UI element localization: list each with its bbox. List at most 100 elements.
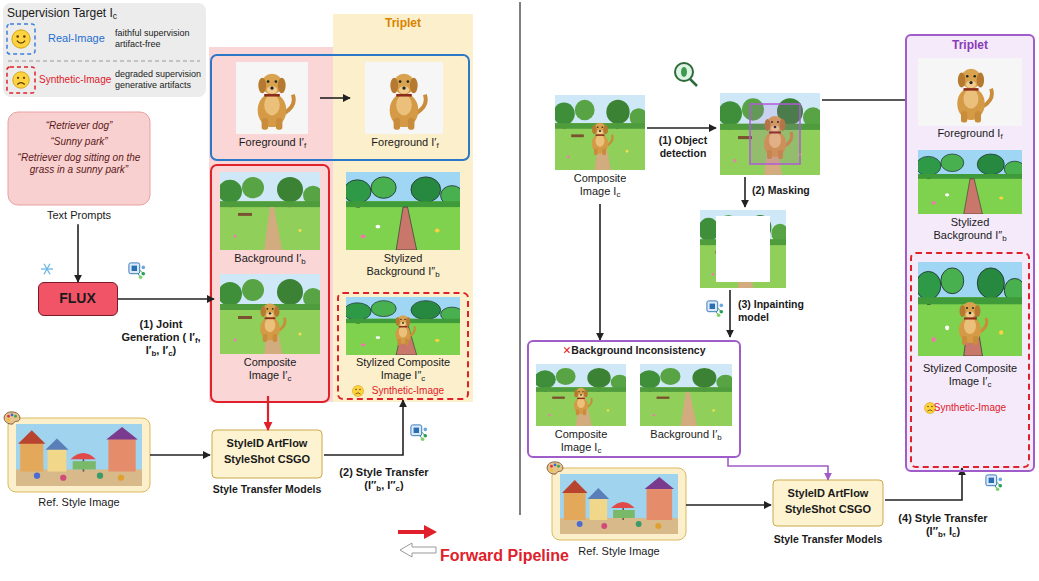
text-slot: Triplet bbox=[333, 16, 473, 30]
text-slot: “Sunny park” bbox=[13, 136, 145, 148]
node-text: Synthetic-Image bbox=[353, 385, 463, 397]
text-slot: Forward Pipeline bbox=[440, 546, 580, 565]
text-slot: Foreground I′f bbox=[225, 136, 320, 149]
subscript: f bbox=[1000, 132, 1002, 141]
subscript: f bbox=[436, 141, 438, 150]
text-slot: Composite Image I′c bbox=[230, 356, 310, 382]
node-text: “Retriever dog sitting on the grass in a… bbox=[13, 152, 145, 176]
subscript: c bbox=[597, 446, 601, 455]
arrow bbox=[686, 504, 771, 506]
node-title: Triplet bbox=[907, 38, 1033, 52]
image-panel: Background I′b bbox=[636, 362, 736, 454]
text-slot: (3) Inpainting model bbox=[738, 298, 818, 323]
frozen-icon bbox=[41, 264, 53, 274]
subscript: c bbox=[952, 530, 956, 539]
node-title: Background I′b bbox=[636, 428, 736, 441]
synthetic-sample-box bbox=[7, 67, 35, 93]
node-title: Background I′b bbox=[215, 252, 325, 265]
step-label: (1) Object detection bbox=[650, 134, 716, 159]
dog-figure bbox=[592, 123, 613, 155]
text-slot: Stylized Composite Image I″c bbox=[348, 356, 458, 382]
generated-column bbox=[209, 47, 333, 402]
dog-figure bbox=[258, 74, 294, 130]
stylized-park bbox=[344, 172, 464, 250]
style-image: Ref. Style Image bbox=[8, 418, 150, 512]
park-photo bbox=[698, 210, 788, 288]
arrow bbox=[728, 458, 828, 480]
text-slot: (2) Masking bbox=[752, 184, 824, 197]
synthetic-box: Stylized Composite Image I″cSynthetic-Im… bbox=[337, 292, 469, 400]
node-title: Stylized Background I″b bbox=[353, 252, 453, 278]
text-slot: (1) Joint Generation ( I′f, I′b, I′c) bbox=[116, 318, 206, 358]
step-arrow bbox=[822, 99, 914, 101]
subscript: b bbox=[938, 530, 943, 539]
text-slot: Ref. Style Image bbox=[8, 496, 150, 509]
step-arrow bbox=[647, 127, 716, 129]
node-text: StyleShot CSGO bbox=[210, 453, 324, 466]
detection-box bbox=[750, 104, 800, 164]
text-slot: StyleID ArtFlow bbox=[771, 487, 885, 500]
text-slot: StyleShot CSGO bbox=[771, 503, 885, 516]
image-panel: Composite Image I′c bbox=[214, 272, 326, 396]
model-box: FLUX bbox=[38, 282, 118, 316]
image-panel: Stylized Background I″b bbox=[910, 146, 1030, 246]
arrow bbox=[118, 298, 214, 300]
node-text: degraded supervision generative artifact… bbox=[115, 69, 204, 91]
inconsistency-ground bbox=[527, 340, 741, 458]
triplet-column bbox=[333, 14, 473, 402]
node-text: Style Transfer Models bbox=[210, 483, 324, 496]
node-text: Synthetic-Image bbox=[39, 74, 115, 86]
cross-mark: ✕ bbox=[562, 344, 571, 356]
node-text: faithful supervision artifact-free bbox=[115, 28, 204, 50]
subscript: b bbox=[376, 484, 381, 493]
dog-figure bbox=[959, 302, 987, 345]
node-title: Foreground I′f bbox=[350, 136, 460, 149]
node-title: “Retriever dog” bbox=[13, 120, 145, 132]
ai-icon bbox=[129, 263, 145, 279]
detector-handle bbox=[690, 79, 697, 86]
palette-icon bbox=[4, 412, 20, 424]
divider bbox=[519, 2, 521, 515]
node-title: Foreground If bbox=[915, 127, 1025, 140]
text-slot: (1) Object detection bbox=[650, 134, 716, 159]
text-slot: faithful supervision artifact-free bbox=[115, 28, 204, 50]
subscript: c bbox=[113, 11, 117, 21]
sad-face bbox=[13, 72, 30, 89]
step-arrow bbox=[729, 290, 731, 337]
text-slot: Stylized Composite Image I′c bbox=[920, 362, 1020, 388]
arrow bbox=[77, 224, 79, 282]
subscript: f bbox=[195, 336, 198, 345]
dog-figure bbox=[260, 303, 285, 342]
sad-face bbox=[925, 403, 936, 414]
text-slot: Text Prompts bbox=[8, 209, 150, 222]
park-photo bbox=[218, 274, 323, 354]
inconsistency-box: ✕Background InconsistencyComposite Image… bbox=[527, 340, 741, 458]
triplet-panel: TripletForeground If Stylized Background … bbox=[905, 34, 1035, 472]
photo bbox=[236, 62, 308, 134]
node-text: Text Prompts bbox=[8, 209, 150, 222]
arrow bbox=[324, 400, 403, 455]
style-ground bbox=[552, 468, 686, 540]
ai-icon bbox=[707, 301, 723, 317]
node-text: Style Transfer Models bbox=[771, 533, 885, 546]
text-slot: Stylized Background I″b bbox=[920, 216, 1020, 242]
stylized-park bbox=[916, 150, 1025, 214]
image-panel: Background I′b bbox=[214, 170, 326, 270]
style-image: Ref. Style Image bbox=[552, 468, 686, 560]
arrow bbox=[150, 454, 210, 456]
node-title: Stylized Composite Image I″c bbox=[348, 356, 458, 382]
text-slot: (2) Style Transfer (I″b, I″c) bbox=[328, 466, 440, 492]
text-slot: Synthetic-Image bbox=[920, 402, 1020, 414]
text-slot: Synthetic-Image bbox=[39, 74, 115, 86]
prompt-box: “Retriever dog” “Sunny park” “Retriever do… bbox=[8, 112, 150, 224]
node-title: FLUX bbox=[39, 290, 116, 307]
dog-figure bbox=[574, 388, 592, 416]
park-photo bbox=[534, 364, 629, 426]
node-title: Stylized Background I″b bbox=[920, 216, 1020, 242]
subscript: c bbox=[987, 380, 991, 389]
node-text: Real-Image bbox=[48, 32, 110, 45]
node-title: Ref. Style Image bbox=[552, 545, 686, 558]
image-panel: Stylized Background I″b bbox=[338, 170, 468, 286]
text-slot: Style Transfer Models bbox=[210, 483, 324, 496]
text-slot: Supervision Target Ic bbox=[7, 6, 202, 20]
